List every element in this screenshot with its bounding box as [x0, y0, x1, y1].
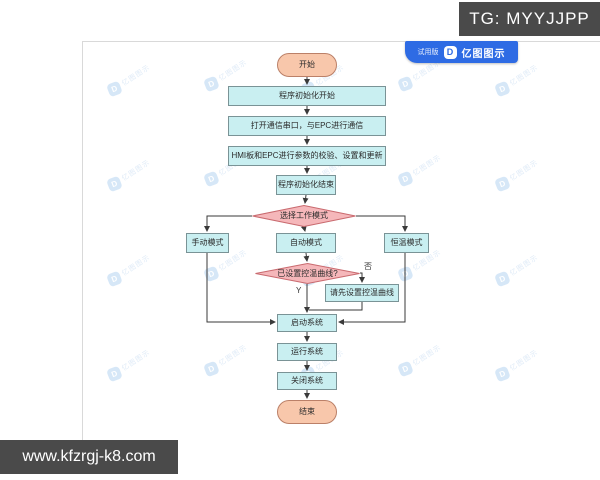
flow-node-start-system: 启动系统 — [277, 314, 337, 332]
website-url-overlay: www.kfzrgj-k8.com — [0, 440, 178, 474]
flow-node-hmi-check: HMI板和EPC进行参数的校验、设置和更新 — [228, 146, 386, 166]
flow-node-curve-set: 已设置控温曲线? — [255, 263, 360, 284]
flow-node-close-system: 关闭系统 — [277, 372, 337, 390]
telegram-handle-overlay: TG: MYYJJPP — [459, 2, 600, 36]
flow-node-select-mode-label: 选择工作模式 — [280, 211, 328, 220]
brand-name: 亿图图示 — [461, 48, 506, 60]
flow-node-select-mode: 选择工作模式 — [252, 205, 356, 227]
flow-node-run-system: 运行系统 — [277, 343, 337, 361]
flow-node-constant-mode: 恒温模式 — [384, 233, 429, 253]
trial-version-badge[interactable]: 试用版 D 亿图图示 — [405, 41, 518, 63]
flow-node-auto-mode: 自动模式 — [276, 233, 336, 253]
flow-node-start: 开始 — [277, 53, 337, 77]
flow-node-set-curve-first: 请先设置控温曲线 — [325, 284, 399, 302]
edge-label-yes: Y — [296, 286, 302, 295]
flow-node-end: 结束 — [277, 400, 337, 424]
edraw-logo-icon: D — [443, 45, 457, 59]
document-page — [82, 41, 600, 462]
flow-node-init-begin: 程序初始化开始 — [228, 86, 386, 106]
flow-node-init-end: 程序初始化结束 — [276, 175, 336, 195]
trial-label: 试用版 — [417, 49, 439, 56]
flow-node-curve-set-label: 已设置控温曲线? — [277, 268, 338, 278]
flow-node-open-serial: 打开通信串口，与EPC进行通信 — [228, 116, 386, 136]
edge-label-no: 否 — [364, 262, 372, 271]
flow-node-manual-mode: 手动模式 — [186, 233, 229, 253]
